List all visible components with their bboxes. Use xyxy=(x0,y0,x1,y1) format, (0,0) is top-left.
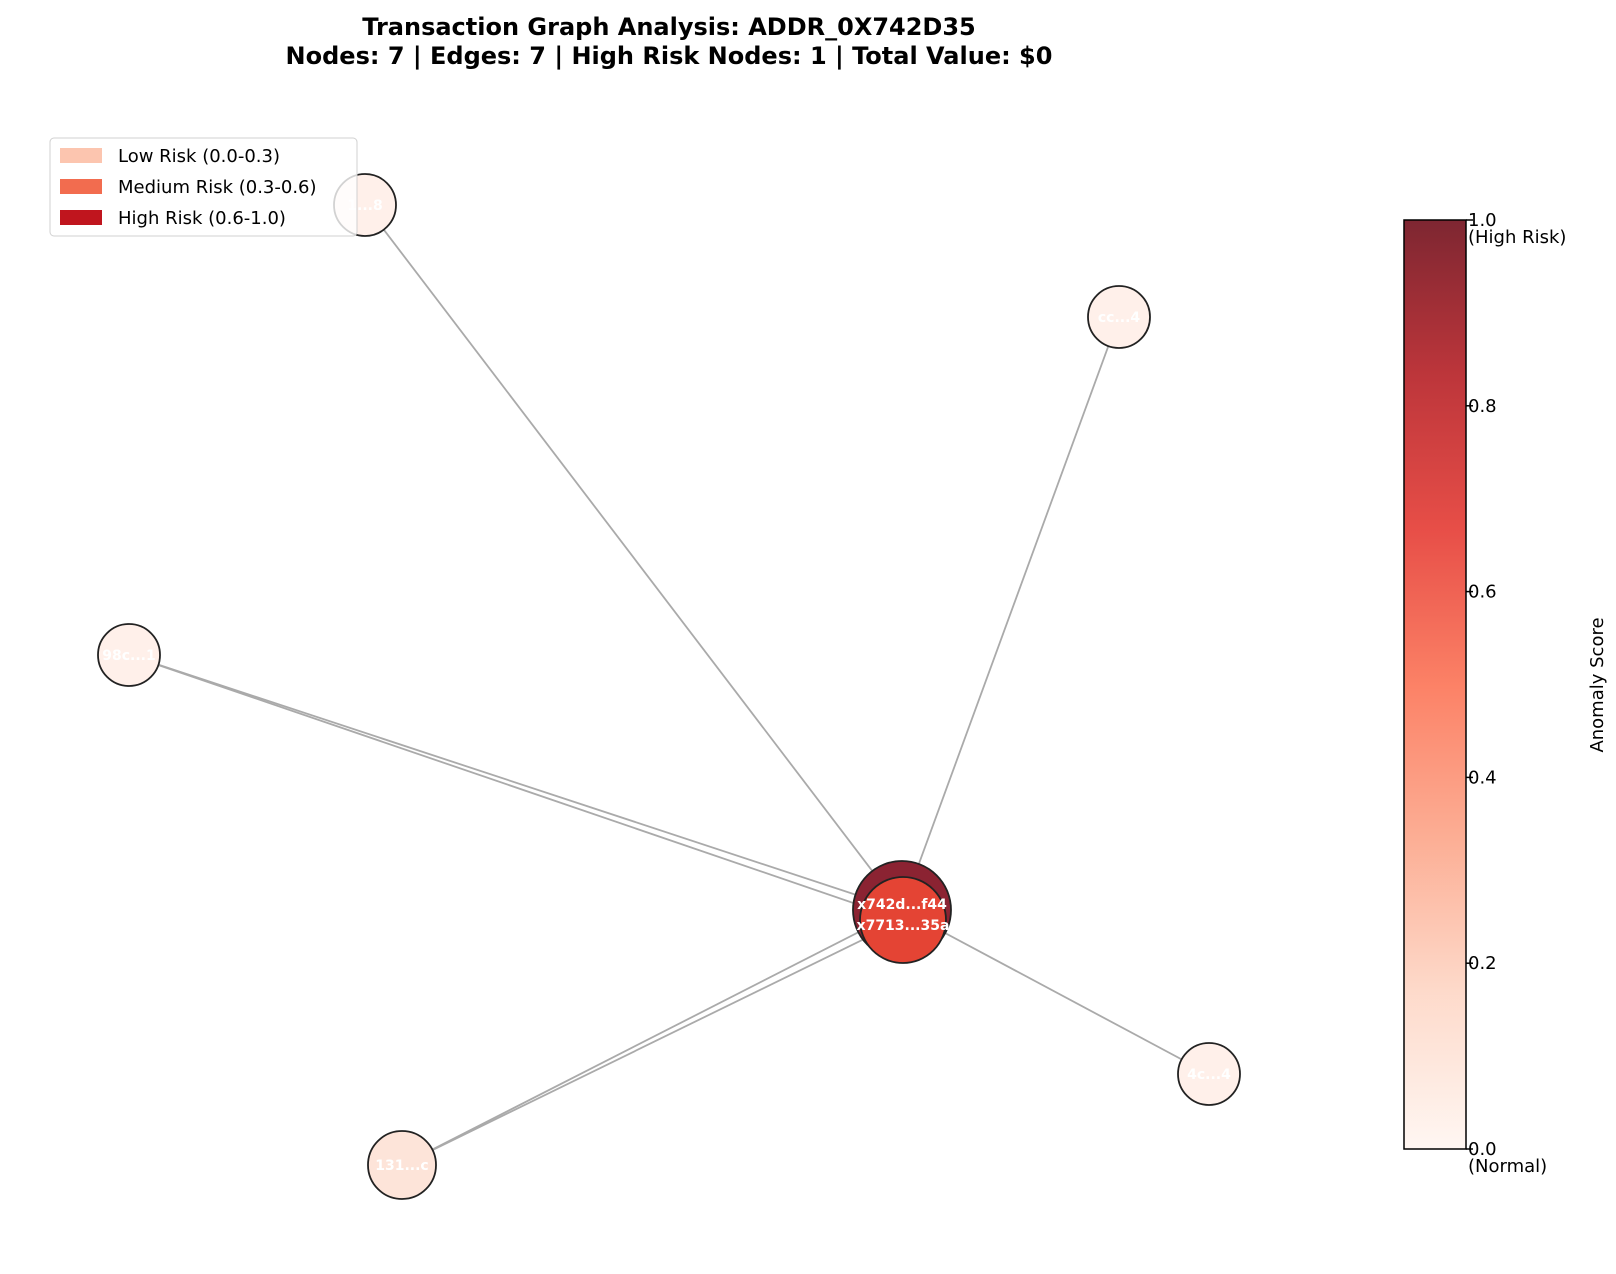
graph-edge xyxy=(364,204,903,911)
colorbar-tick-label: 0.8 xyxy=(1468,396,1497,417)
graph-node-label: cc...4 xyxy=(1098,310,1141,326)
graph-node-bottom-right[interactable] xyxy=(1177,1042,1241,1106)
colorbar-tick-label: 1.0 xyxy=(1468,210,1497,231)
graph-node-label: 4c...4 xyxy=(1187,1067,1231,1083)
graph-edge xyxy=(401,909,903,1166)
colorbar-tick-label: 0.0 xyxy=(1468,1139,1497,1160)
graph-edge xyxy=(128,654,904,921)
graph-node-hub2[interactable] xyxy=(859,876,947,964)
figure-subtitle: Nodes: 7 | Edges: 7 | High Risk Nodes: 1… xyxy=(286,42,1053,70)
graph-node-label: 131...c xyxy=(375,1158,428,1174)
legend-swatch-medium xyxy=(60,179,102,194)
colorbar-tick-label: 0.4 xyxy=(1468,767,1497,788)
colorbar: 0.00.20.40.60.81.0 (High Risk) (Normal) … xyxy=(1403,210,1608,1177)
colorbar-axis-label: Anomaly Score xyxy=(1587,617,1608,752)
graph-node-label: x7713...35a xyxy=(857,918,950,934)
risk-legend: Low Risk (0.0-0.3) Medium Risk (0.3-0.6)… xyxy=(49,137,358,237)
colorbar-top-annotation: (High Risk) xyxy=(1468,227,1566,248)
graph-edge xyxy=(128,654,903,911)
graph-edge xyxy=(901,316,1120,911)
graph-edge xyxy=(401,919,904,1166)
graph-nodes xyxy=(97,173,1241,1200)
legend-label-medium: Medium Risk (0.3-0.6) xyxy=(118,177,317,198)
legend-label-low: Low Risk (0.0-0.3) xyxy=(118,146,280,167)
colorbar-tick-label: 0.6 xyxy=(1468,582,1497,603)
colorbar-bottom-annotation: (Normal) xyxy=(1468,1156,1547,1177)
colorbar-ticks: 0.0 0.2 0.4 0.6 0.8 1.0 xyxy=(1466,210,1497,1160)
graph-edge xyxy=(901,909,1210,1075)
graph-node-top-right[interactable] xyxy=(1087,285,1151,349)
graph-node-label: x742d...f44 xyxy=(857,897,947,913)
graph-node-left[interactable] xyxy=(97,623,161,687)
legend-swatch-low xyxy=(60,148,102,163)
colorbar-tick-label: 0.2 xyxy=(1468,953,1497,974)
graph-node-labels: x742d...f44x7713...35a1...8cc...498c...1… xyxy=(102,198,1231,1174)
legend-label-high: High Risk (0.6-1.0) xyxy=(118,208,286,229)
graph-edges xyxy=(128,204,1210,1166)
legend-frame xyxy=(49,137,358,237)
graph-node-bottom-left[interactable] xyxy=(367,1130,437,1200)
figure-title: Transaction Graph Analysis: ADDR_0X742D3… xyxy=(362,13,976,41)
graph-node-label: 98c...1 xyxy=(102,648,155,664)
legend-swatch-high xyxy=(60,210,102,225)
colorbar-gradient xyxy=(1403,219,1467,1150)
